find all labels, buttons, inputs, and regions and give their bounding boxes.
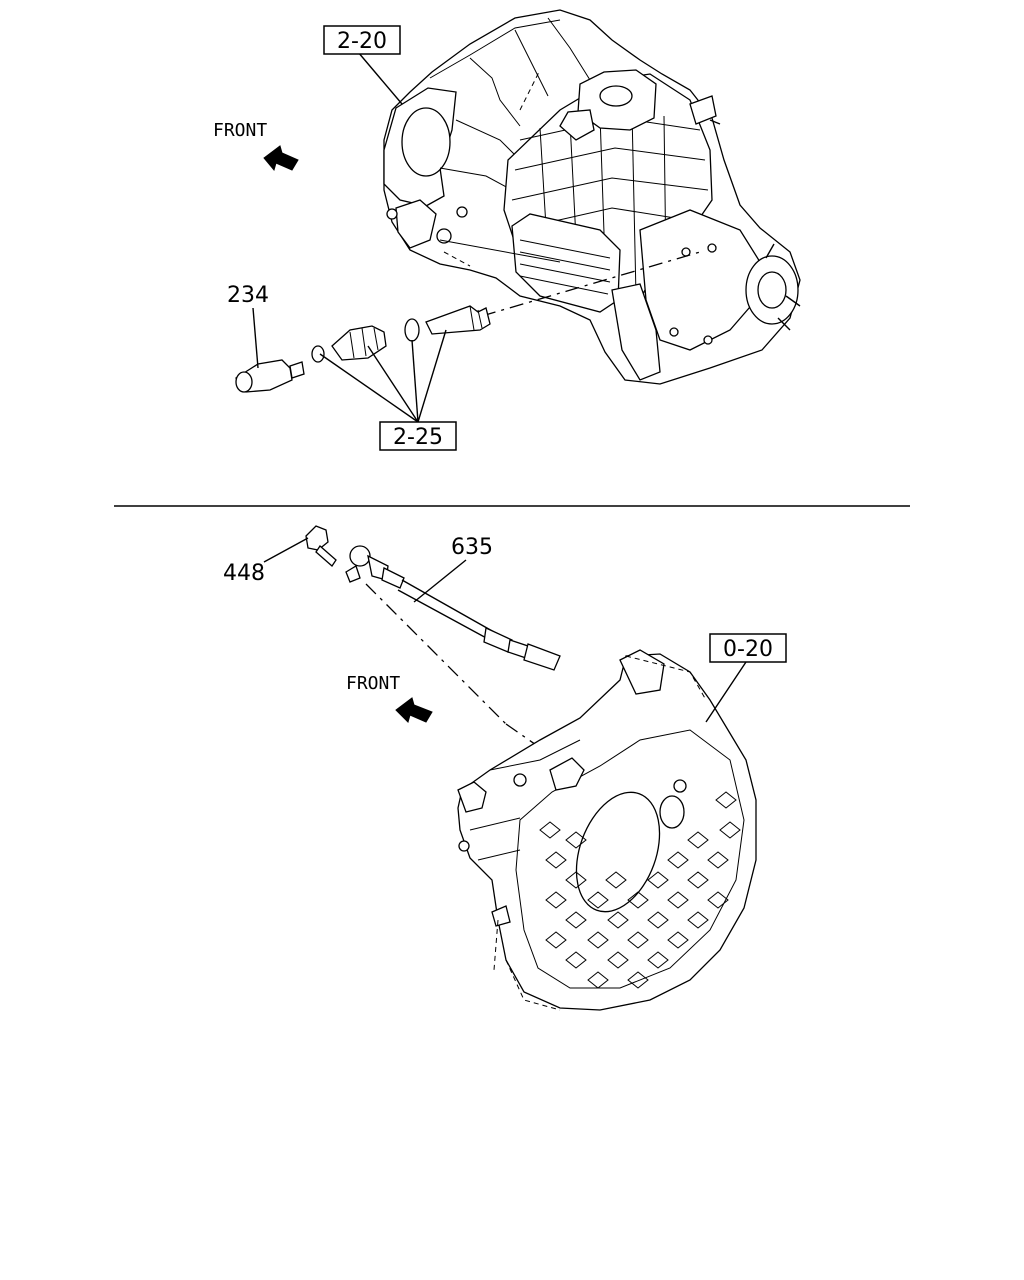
front-arrow-icon <box>395 697 433 723</box>
ref-speedo-kit[interactable]: 2-25 <box>393 425 443 450</box>
flywheel-housing <box>457 649 757 1011</box>
ref-transmission[interactable]: 2-20 <box>337 29 387 54</box>
front-indicator-bottom: FRONT <box>346 673 433 723</box>
ref-housing[interactable]: 0-20 <box>723 637 773 662</box>
part-number-234[interactable]: 234 <box>227 283 269 308</box>
front-label: FRONT <box>346 673 400 694</box>
front-indicator-top: FRONT <box>213 120 299 172</box>
part-number-448[interactable]: 448 <box>223 561 265 586</box>
top-section: FRONT 2-20 234 2-25 <box>213 9 801 451</box>
transmission-assembly <box>383 9 801 385</box>
front-label: FRONT <box>213 120 267 141</box>
bottom-leaders <box>263 537 747 723</box>
front-arrow-icon <box>263 145 299 172</box>
ref-box-speedo-kit <box>379 421 457 451</box>
ref-box-transmission <box>323 25 401 55</box>
ref-box-housing <box>709 633 787 663</box>
part-number-635[interactable]: 635 <box>451 535 493 560</box>
bolt-448 <box>305 525 337 567</box>
harness-635 <box>345 545 561 671</box>
bottom-section: FRONT 448 635 0-20 <box>223 525 787 1011</box>
top-leaders <box>252 51 447 423</box>
speedometer-driven-components <box>235 251 701 393</box>
